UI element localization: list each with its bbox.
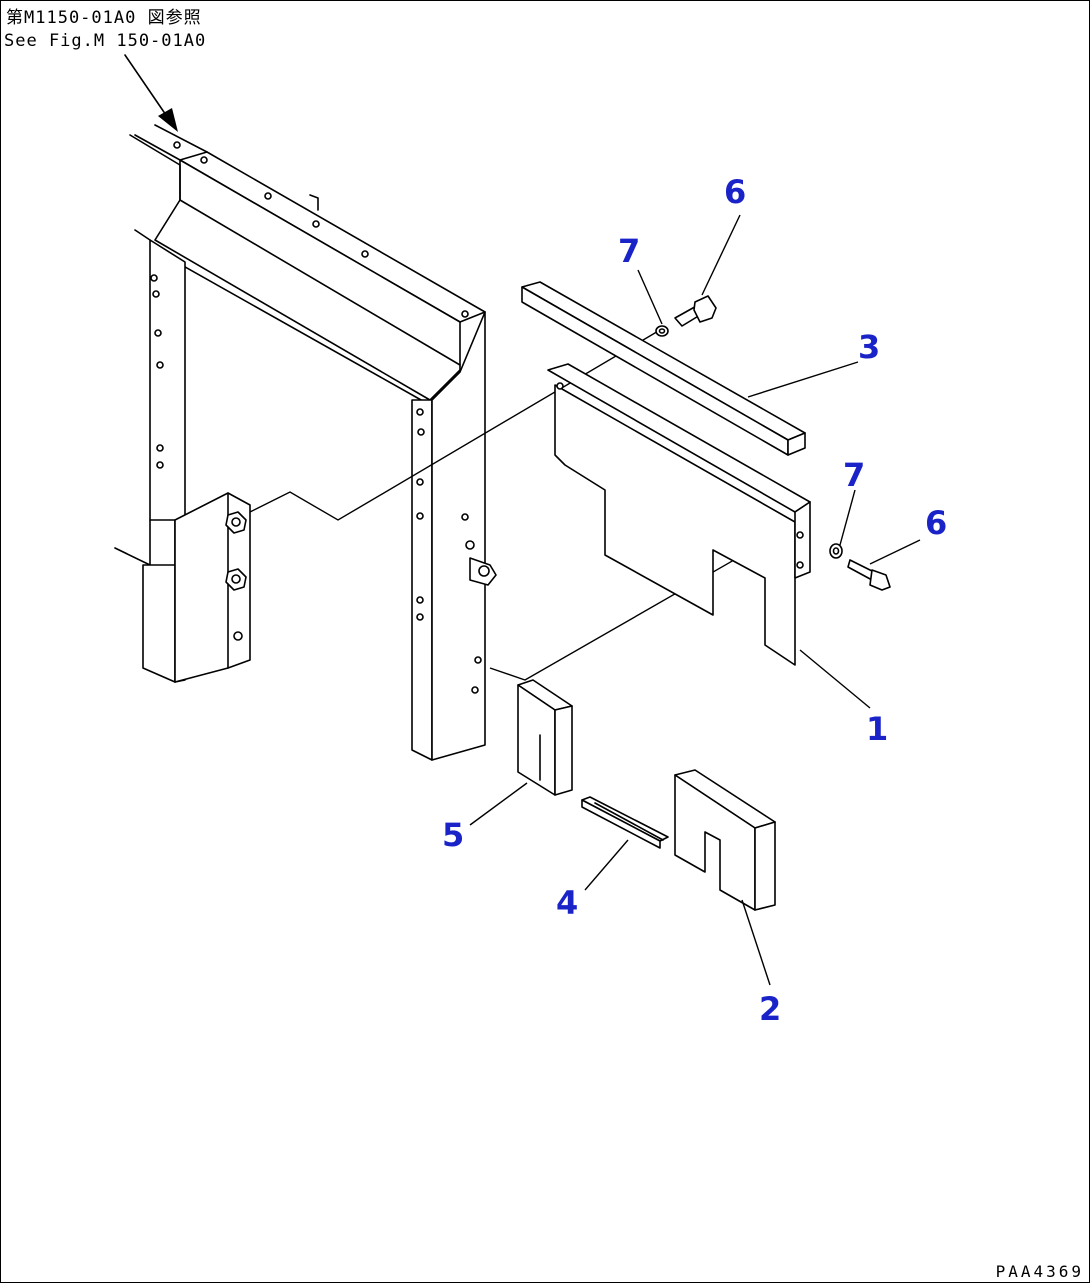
reference-arrow — [124, 54, 178, 132]
callout-1: 1 — [866, 710, 888, 748]
part-5-block — [517, 679, 573, 796]
reference-note-en: See Fig.M 150-01A0 — [4, 31, 207, 51]
callout-4: 4 — [556, 884, 578, 922]
frame-holes — [150, 141, 482, 694]
part-1-panel — [547, 363, 811, 666]
callout-6-lower: 6 — [925, 504, 947, 542]
callout-3: 3 — [858, 328, 880, 366]
part-4-strip — [581, 796, 669, 849]
part-3-bar — [521, 281, 806, 456]
callout-7-lower: 7 — [843, 456, 865, 494]
callout-6-upper: 6 — [724, 173, 746, 211]
washer-upper — [655, 325, 669, 337]
drawing-code: PAA4369 — [995, 1262, 1084, 1281]
bolt-lower — [847, 559, 891, 591]
bracket-nuts — [225, 511, 247, 591]
callout-7-upper: 7 — [618, 232, 640, 270]
bolt-upper — [674, 295, 717, 327]
reference-note-jp: 第M1150-01A0 図参照 — [6, 8, 202, 28]
washer-lower — [829, 543, 843, 559]
part-2-spacer — [674, 769, 776, 911]
cab-frame — [114, 124, 497, 761]
callout-5: 5 — [442, 816, 464, 854]
leader-lines — [469, 214, 921, 986]
callout-2: 2 — [759, 990, 781, 1028]
callouts: 6 7 3 7 6 1 5 4 2 — [442, 173, 947, 1028]
